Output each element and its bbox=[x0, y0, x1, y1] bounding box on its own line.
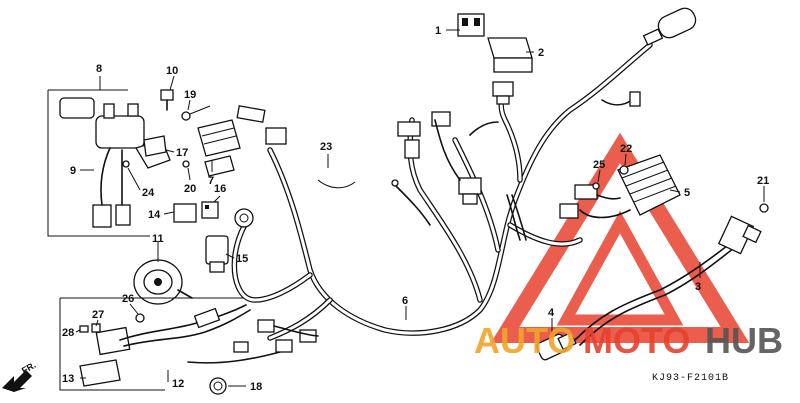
part-23-band bbox=[317, 179, 356, 189]
callout-11: 11 bbox=[152, 233, 164, 245]
callout-12: 12 bbox=[172, 378, 184, 390]
part-13-cover bbox=[79, 359, 121, 387]
watermark-word-hub: HUB bbox=[705, 320, 783, 361]
callout-15: 15 bbox=[236, 253, 248, 265]
part-28-clip bbox=[79, 325, 89, 333]
part-10-bolt bbox=[160, 89, 174, 111]
front-direction-label: FR. bbox=[20, 360, 38, 376]
part-17-bracket bbox=[143, 135, 167, 157]
callout-18: 18 bbox=[250, 381, 262, 393]
cable-grommet-center bbox=[234, 208, 254, 228]
part-26-bolt bbox=[135, 313, 145, 323]
callout-24: 24 bbox=[142, 187, 155, 199]
callout-4: 4 bbox=[548, 307, 555, 319]
part-15-pilot bbox=[205, 235, 229, 273]
callout-17: 17 bbox=[176, 147, 188, 159]
callout-2: 2 bbox=[538, 47, 544, 59]
callout-10: 10 bbox=[166, 65, 178, 77]
part-21-bolt bbox=[759, 203, 769, 213]
callout-26: 26 bbox=[122, 293, 134, 305]
watermark-word-moto: MOTO bbox=[583, 320, 690, 361]
part-25-bolt bbox=[592, 182, 600, 190]
callout-6: 6 bbox=[402, 295, 408, 307]
part-22-nut bbox=[619, 165, 629, 175]
callout-27: 27 bbox=[92, 309, 104, 321]
part-4-spark-plug-cap bbox=[536, 331, 577, 361]
callout-14: 14 bbox=[148, 209, 161, 221]
part-5-regulator bbox=[559, 154, 681, 219]
front-direction-arrow: FR. bbox=[2, 360, 38, 392]
callout-19: 19 bbox=[184, 89, 196, 101]
callout-22: 22 bbox=[620, 143, 632, 155]
callout-9: 9 bbox=[70, 165, 76, 177]
part-1-connector bbox=[457, 13, 485, 37]
callout-21: 21 bbox=[757, 175, 769, 187]
part-19-screw bbox=[181, 105, 211, 121]
callout-20: 20 bbox=[184, 183, 196, 195]
callout-13: 13 bbox=[62, 373, 74, 385]
main-wire-harness bbox=[231, 42, 653, 341]
callout-16: 16 bbox=[214, 183, 226, 195]
leader-lines bbox=[75, 29, 765, 387]
part-12-sub-harness bbox=[59, 297, 319, 391]
part-18-grommet bbox=[209, 377, 227, 395]
part-24-screw bbox=[122, 160, 130, 168]
callout-labels: 1 2 3 4 5 6 7 8 9 10 11 12 13 14 15 16 1… bbox=[62, 25, 769, 393]
part-14-relay bbox=[173, 203, 197, 223]
callout-3: 3 bbox=[695, 281, 701, 293]
callout-23: 23 bbox=[320, 141, 332, 153]
part-3-coil bbox=[574, 215, 762, 346]
callout-5: 5 bbox=[684, 187, 690, 199]
part-7-block bbox=[197, 119, 241, 177]
part-16-connector bbox=[201, 201, 219, 219]
callout-1: 1 bbox=[435, 25, 441, 37]
callout-8: 8 bbox=[96, 63, 102, 75]
callout-25: 25 bbox=[593, 159, 605, 171]
part-11-horn bbox=[133, 259, 193, 305]
part-20-screw bbox=[182, 160, 190, 168]
callout-7: 7 bbox=[208, 175, 214, 187]
handle-switch-part bbox=[642, 7, 697, 46]
part-27-clip bbox=[91, 323, 101, 333]
watermark-word-auto: AUTO bbox=[474, 320, 575, 361]
callout-28: 28 bbox=[62, 327, 74, 339]
watermark-logo: AUTO MOTO HUB bbox=[474, 320, 783, 361]
diagram-code: KJ93-F2101B bbox=[652, 373, 729, 384]
part-2-relay bbox=[487, 37, 533, 73]
